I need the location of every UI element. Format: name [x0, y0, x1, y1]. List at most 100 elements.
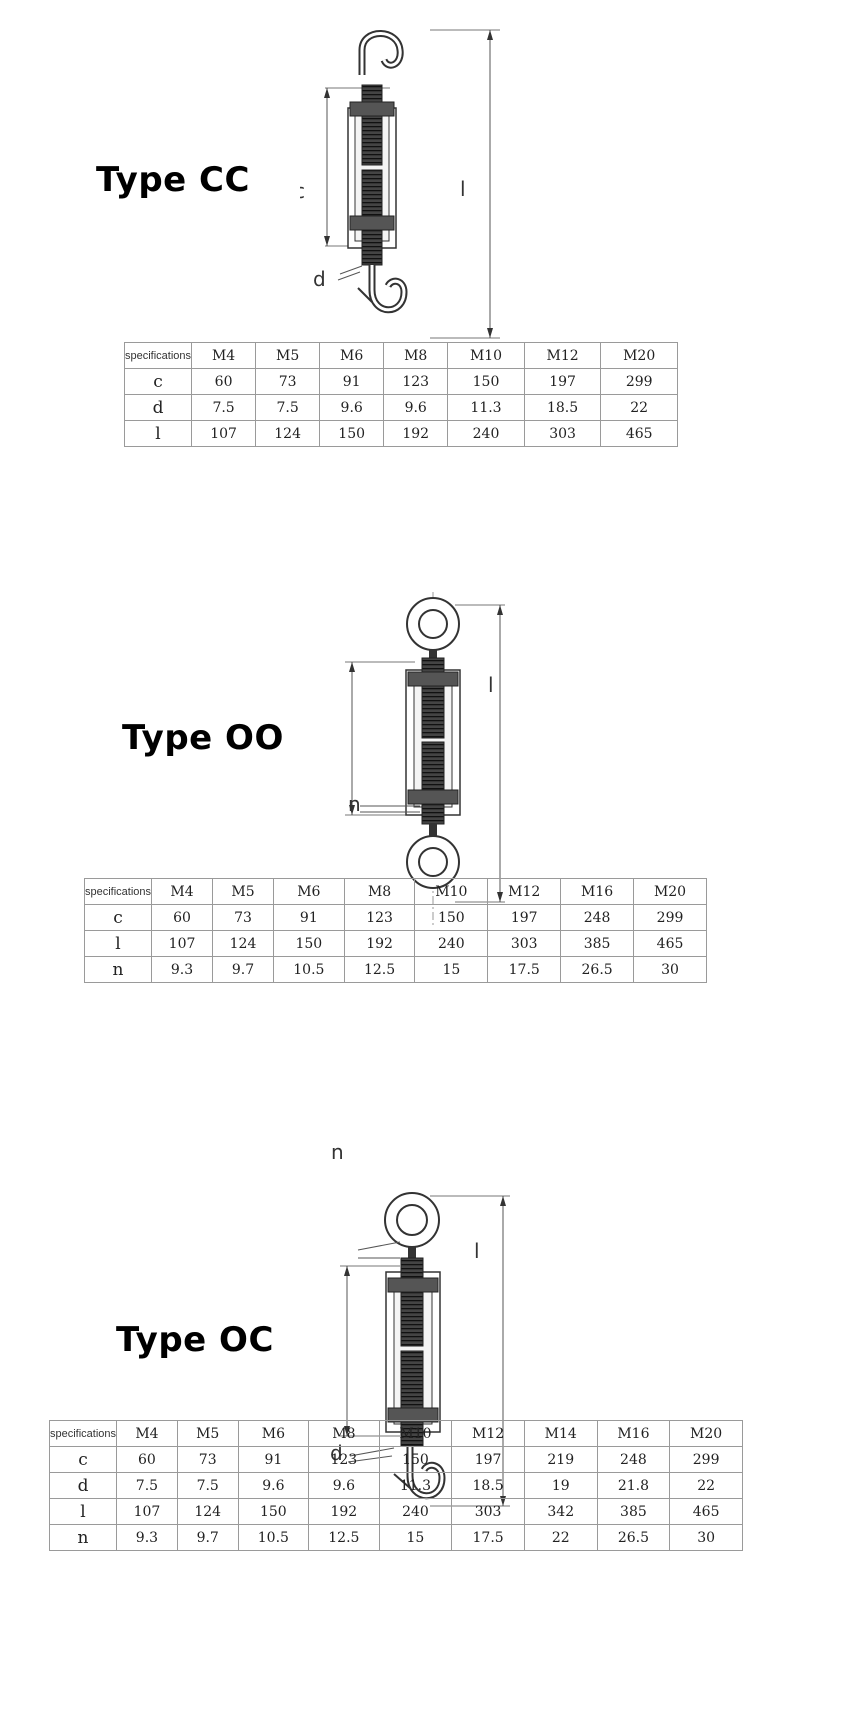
size-cell: M10	[414, 878, 489, 905]
value-cell: 342	[523, 1498, 598, 1525]
table-header-row: specifications M4 M5 M6 M8 M10 M12 M20	[123, 342, 678, 369]
value-cell: 107	[151, 930, 214, 957]
value-cell: 18.5	[451, 1472, 525, 1499]
value-cell: 303	[487, 930, 562, 957]
value-cell: 26.5	[560, 956, 635, 983]
size-cell: M12	[451, 1420, 525, 1447]
value-cell: 197	[523, 368, 602, 395]
table-header-row: specifications M4 M5 M6 M8 M10 M12 M16 M…	[83, 878, 707, 905]
header-label-cell: specifications	[48, 1420, 118, 1447]
size-cell: M12	[487, 878, 562, 905]
value-cell: 150	[237, 1498, 310, 1525]
title-type-cc: Type CC	[96, 160, 250, 200]
size-cell: M6	[319, 342, 385, 369]
dim-label-l: l	[488, 673, 494, 697]
value-cell: 9.3	[151, 956, 214, 983]
value-cell: 9.3	[116, 1524, 178, 1551]
value-cell: 9.7	[176, 1524, 239, 1551]
spec-table-type-oo: specifications M4 M5 M6 M8 M10 M12 M16 M…	[83, 878, 707, 983]
size-cell: M12	[523, 342, 602, 369]
value-cell: 192	[308, 1498, 380, 1525]
value-cell: 124	[212, 930, 274, 957]
row-label-cell: l	[83, 930, 153, 957]
value-cell: 73	[176, 1446, 239, 1473]
value-cell: 73	[255, 368, 321, 395]
diagram-type-cc: c l d	[300, 20, 520, 350]
header-label-cell: specifications	[83, 878, 153, 905]
value-cell: 465	[600, 420, 678, 447]
value-cell: 9.6	[237, 1472, 310, 1499]
dim-label-n-oc: n	[331, 1140, 344, 1164]
row-label-cell: c	[123, 368, 193, 395]
value-cell: 248	[560, 904, 635, 931]
value-cell: 91	[319, 368, 385, 395]
value-cell: 10.5	[237, 1524, 310, 1551]
title-type-oo: Type OO	[122, 718, 284, 758]
table-row: c 60 73 91 123 150 197 299	[123, 368, 678, 395]
value-cell: 124	[176, 1498, 239, 1525]
value-cell: 240	[447, 420, 525, 447]
size-cell: M14	[523, 1420, 598, 1447]
value-cell: 22	[600, 394, 678, 421]
size-cell: M6	[272, 878, 345, 905]
size-cell: M20	[600, 342, 678, 369]
value-cell: 107	[191, 420, 257, 447]
size-cell: M4	[191, 342, 257, 369]
value-cell: 15	[378, 1524, 453, 1551]
size-cell: M10	[378, 1420, 453, 1447]
value-cell: 197	[451, 1446, 525, 1473]
value-cell: 150	[414, 904, 489, 931]
value-cell: 30	[633, 956, 707, 983]
value-cell: 22	[523, 1524, 598, 1551]
table-row: n 9.3 9.7 10.5 12.5 15 17.5 26.5 30	[83, 956, 707, 983]
diagram-type-oo: c l n	[330, 590, 550, 930]
row-label-cell: d	[123, 394, 193, 421]
value-cell: 21.8	[596, 1472, 671, 1499]
value-cell: 60	[116, 1446, 178, 1473]
value-cell: 11.3	[447, 394, 525, 421]
value-cell: 10.5	[272, 956, 345, 983]
table-row: n 9.3 9.7 10.5 12.5 15 17.5 22 26.5 30	[48, 1524, 743, 1551]
value-cell: 17.5	[451, 1524, 525, 1551]
size-cell: M4	[151, 878, 214, 905]
dim-label-l: l	[460, 177, 466, 201]
value-cell: 9.7	[212, 956, 274, 983]
size-cell: M8	[383, 342, 449, 369]
table-row: d 7.5 7.5 9.6 9.6 11.3 18.5 22	[123, 394, 678, 421]
value-cell: 150	[447, 368, 525, 395]
value-cell: 91	[272, 904, 345, 931]
table-row: c 60 73 91 123 150 197 248 299	[83, 904, 707, 931]
dim-label-n: n	[348, 792, 361, 816]
table-header-row: specifications M4 M5 M6 M8 M10 M12 M14 M…	[48, 1420, 743, 1447]
value-cell: 12.5	[308, 1524, 380, 1551]
spec-table-type-cc: specifications M4 M5 M6 M8 M10 M12 M20 c…	[123, 342, 678, 447]
dim-label-d: d	[313, 267, 326, 291]
title-type-oc: Type OC	[116, 1320, 274, 1360]
value-cell: 30	[669, 1524, 743, 1551]
row-label-cell: c	[48, 1446, 118, 1473]
value-cell: 465	[633, 930, 707, 957]
value-cell: 240	[414, 930, 489, 957]
value-cell: 9.6	[308, 1472, 380, 1499]
value-cell: 19	[523, 1472, 598, 1499]
size-cell: M20	[669, 1420, 743, 1447]
header-label-cell: specifications	[123, 342, 193, 369]
diagram-type-oc: c l d n	[320, 1186, 540, 1526]
value-cell: 124	[255, 420, 321, 447]
value-cell: 150	[319, 420, 385, 447]
value-cell: 150	[378, 1446, 453, 1473]
size-cell: M5	[176, 1420, 239, 1447]
table-row: d 7.5 7.5 9.6 9.6 11.3 18.5 19 21.8 22	[48, 1472, 743, 1499]
size-cell: M6	[237, 1420, 310, 1447]
value-cell: 248	[596, 1446, 671, 1473]
value-cell: 9.6	[383, 394, 449, 421]
table-row: l 107 124 150 192 240 303 342 385 465	[48, 1498, 743, 1525]
value-cell: 12.5	[343, 956, 416, 983]
value-cell: 299	[600, 368, 678, 395]
value-cell: 91	[237, 1446, 310, 1473]
value-cell: 17.5	[487, 956, 562, 983]
value-cell: 9.6	[319, 394, 385, 421]
size-cell: M10	[447, 342, 525, 369]
size-cell: M20	[633, 878, 707, 905]
value-cell: 26.5	[596, 1524, 671, 1551]
